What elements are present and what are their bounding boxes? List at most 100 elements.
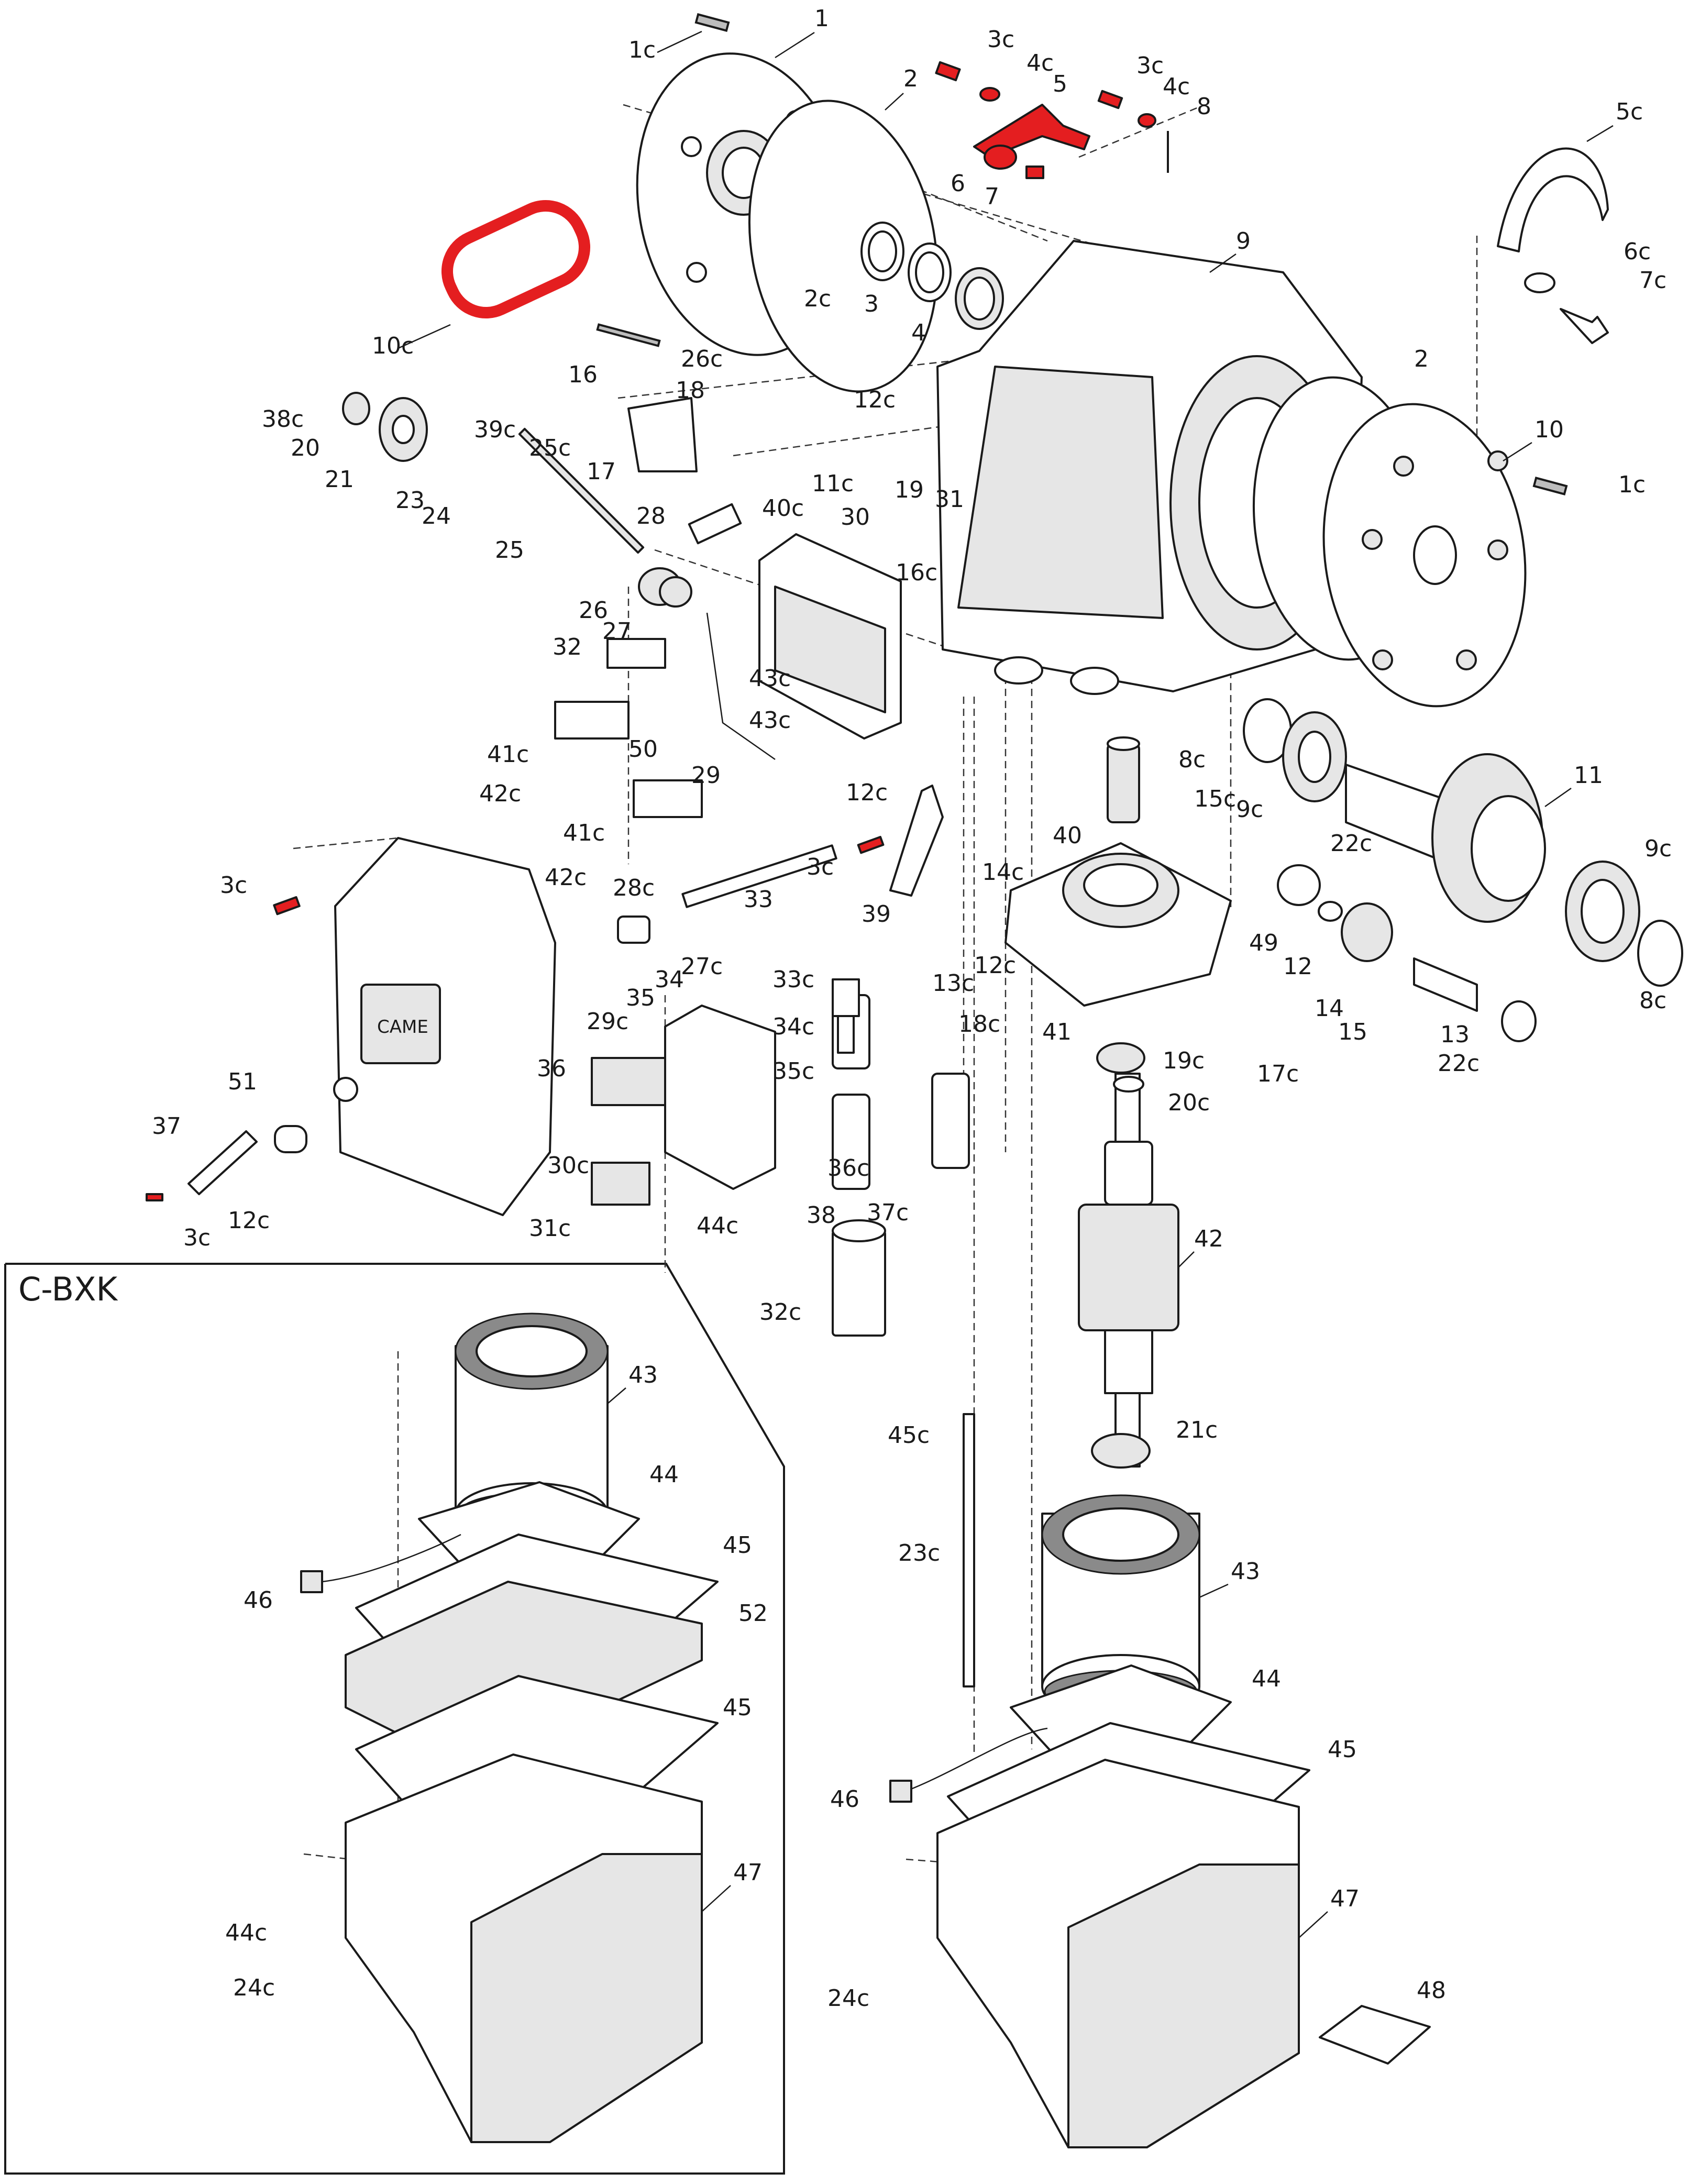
label-3c-b: 3c <box>1136 52 1164 79</box>
release-lever-assembly-red <box>935 61 1169 179</box>
label-9c: 9c <box>1236 796 1263 823</box>
label-48: 48 <box>1417 1977 1446 2004</box>
label-47: 47 <box>1330 1885 1360 1912</box>
label-13c: 13c <box>932 970 974 997</box>
label-37c: 37c <box>867 1199 909 1226</box>
label-14: 14 <box>1315 995 1344 1022</box>
label-5c: 5c <box>1616 98 1643 125</box>
label-4c: 4c <box>1026 50 1054 76</box>
label-12: 12 <box>1283 953 1312 980</box>
label-45-inset: 45 <box>723 1532 752 1559</box>
label-27: 27 <box>602 618 632 645</box>
label-8: 8 <box>1197 93 1211 120</box>
part-44-45-47-motor-housing-main <box>889 1664 1310 2148</box>
label-1: 1 <box>814 5 829 32</box>
label-40: 40 <box>1053 822 1082 849</box>
label-17c: 17c <box>1257 1061 1299 1087</box>
label-7: 7 <box>985 183 999 210</box>
label-2-b: 2 <box>1414 346 1429 372</box>
label-10c: 10c <box>372 333 414 359</box>
label-41c: 41c <box>487 741 529 768</box>
label-19: 19 <box>895 477 924 503</box>
cbxk-inset-frame <box>4 1263 785 2175</box>
label-42c: 42c <box>479 780 521 807</box>
part-2-gasket <box>748 100 939 393</box>
label-45c: 45c <box>888 1422 930 1449</box>
label-24: 24 <box>422 503 451 530</box>
label-45-inset-b: 45 <box>723 1694 752 1721</box>
label-16c: 16c <box>896 559 937 586</box>
label-20: 20 <box>291 435 320 461</box>
label-15c: 15c <box>1194 786 1236 812</box>
part-2c-3-4-seal-rings <box>860 222 1004 330</box>
label-14c: 14c <box>982 859 1024 886</box>
label-18c: 18c <box>958 1011 1000 1038</box>
label-11: 11 <box>1574 762 1603 789</box>
label-37: 37 <box>152 1113 181 1140</box>
label-11c: 11c <box>812 470 854 497</box>
brand-logo-text: CAME <box>377 1017 428 1038</box>
label-30: 30 <box>841 504 870 531</box>
label-5: 5 <box>1053 71 1067 97</box>
label-43: 43 <box>1231 1558 1260 1585</box>
label-39: 39 <box>862 901 891 928</box>
label-3c: 3c <box>987 26 1014 53</box>
label-3c-c: 3c <box>220 872 247 899</box>
label-36c: 36c <box>827 1155 869 1182</box>
small-hardware <box>146 13 1568 1337</box>
label-12c-c: 12c <box>974 952 1016 979</box>
label-41: 41 <box>1042 1019 1072 1045</box>
label-24c: 24c <box>827 1985 869 2012</box>
part-10-cover-plate <box>1322 403 1527 708</box>
label-43-inset: 43 <box>628 1362 658 1388</box>
label-49: 49 <box>1249 930 1278 956</box>
label-25c: 25c <box>529 435 571 461</box>
label-35c: 35c <box>772 1058 814 1085</box>
label-13: 13 <box>1440 1021 1470 1048</box>
label-1c-b: 1c <box>1618 471 1646 498</box>
label-43c-b: 43c <box>749 707 791 734</box>
label-24c-inset: 24c <box>233 1975 275 2001</box>
label-20c: 20c <box>1168 1089 1210 1116</box>
label-34: 34 <box>655 966 684 993</box>
part-48-rating-plate <box>1319 2005 1431 2065</box>
label-32c: 32c <box>759 1299 801 1326</box>
part-40-41-motor-flange <box>1004 736 1232 1007</box>
label-51: 51 <box>228 1068 257 1095</box>
label-16: 16 <box>568 361 598 388</box>
label-32: 32 <box>553 634 582 660</box>
label-15: 15 <box>1338 1019 1367 1045</box>
part-11-output-shaft <box>1243 698 1683 987</box>
label-23c: 23c <box>898 1540 940 1567</box>
label-12c-d: 12c <box>228 1207 270 1234</box>
label-9c-b: 9c <box>1644 835 1672 862</box>
label-36: 36 <box>537 1055 566 1082</box>
label-46: 46 <box>830 1786 859 1813</box>
label-47-inset: 47 <box>733 1859 763 1886</box>
label-34c: 34c <box>772 1013 814 1040</box>
callout-labels: 1 1c 2 3c 4c 5 3c 4c 8 6 7 5c 2c 3 4 9 6… <box>152 5 1672 2012</box>
label-22c: 22c <box>1330 830 1372 857</box>
label-52: 52 <box>738 1600 768 1627</box>
label-9: 9 <box>1236 228 1251 255</box>
label-27c: 27c <box>681 953 723 980</box>
label-25: 25 <box>495 537 524 564</box>
label-38: 38 <box>807 1202 836 1229</box>
inset-title: C-BXK <box>18 1270 118 1308</box>
label-7c: 7c <box>1639 267 1666 294</box>
label-26: 26 <box>579 597 608 624</box>
label-23: 23 <box>395 487 425 514</box>
label-4: 4 <box>911 319 926 346</box>
label-12c-b: 12c <box>846 779 888 806</box>
label-1c: 1c <box>628 37 656 63</box>
part-44-45-52-47-inset-assembly <box>300 1481 719 2143</box>
part-5c-bracket <box>1497 147 1609 252</box>
part-12-13-pinion <box>1277 864 1537 1042</box>
part-10c-belt <box>441 200 591 319</box>
part-30-limit-switch-block <box>706 533 902 760</box>
label-3c-d: 3c <box>807 854 834 880</box>
label-21c: 21c <box>1176 1417 1218 1443</box>
label-28: 28 <box>636 503 666 530</box>
part-23c-long-bolt <box>963 1413 975 1687</box>
